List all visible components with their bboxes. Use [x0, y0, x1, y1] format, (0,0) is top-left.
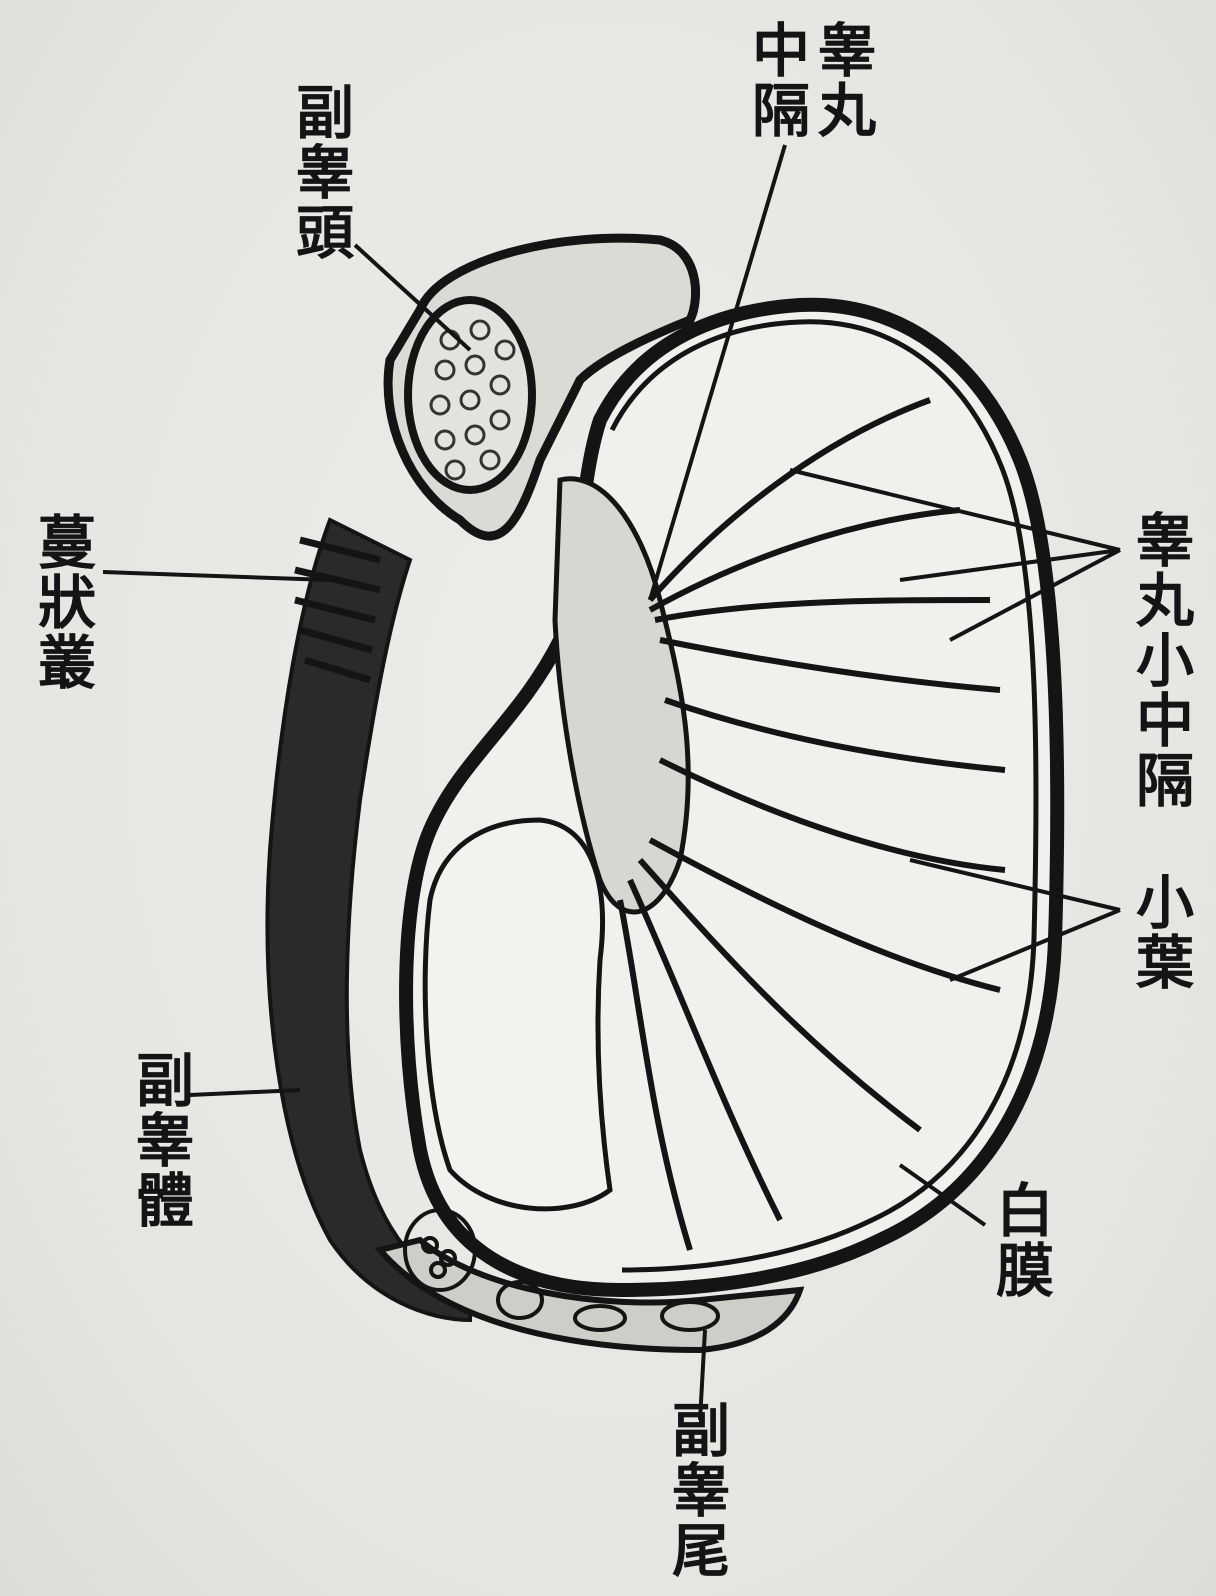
label-lobules: 小葉: [1128, 872, 1192, 992]
label-septula-testis: 睾丸小中隔: [1128, 510, 1192, 810]
label-epididymis-head: 副睾頭: [288, 82, 352, 262]
label-mediastinum-col1: 睾丸: [810, 20, 874, 140]
label-mediastinum-col2: 中隔: [744, 20, 808, 140]
label-tunica-albuginea: 白膜: [988, 1180, 1052, 1300]
lower-left-lobule: [425, 820, 610, 1209]
label-mediastinum-testis: 睾丸 中隔: [744, 20, 874, 140]
label-epididymis-tail: 副睾尾: [664, 1400, 728, 1580]
label-epididymis-body: 副睾體: [128, 1050, 192, 1230]
label-pampiniform-plexus: 蔓狀叢: [30, 512, 94, 692]
